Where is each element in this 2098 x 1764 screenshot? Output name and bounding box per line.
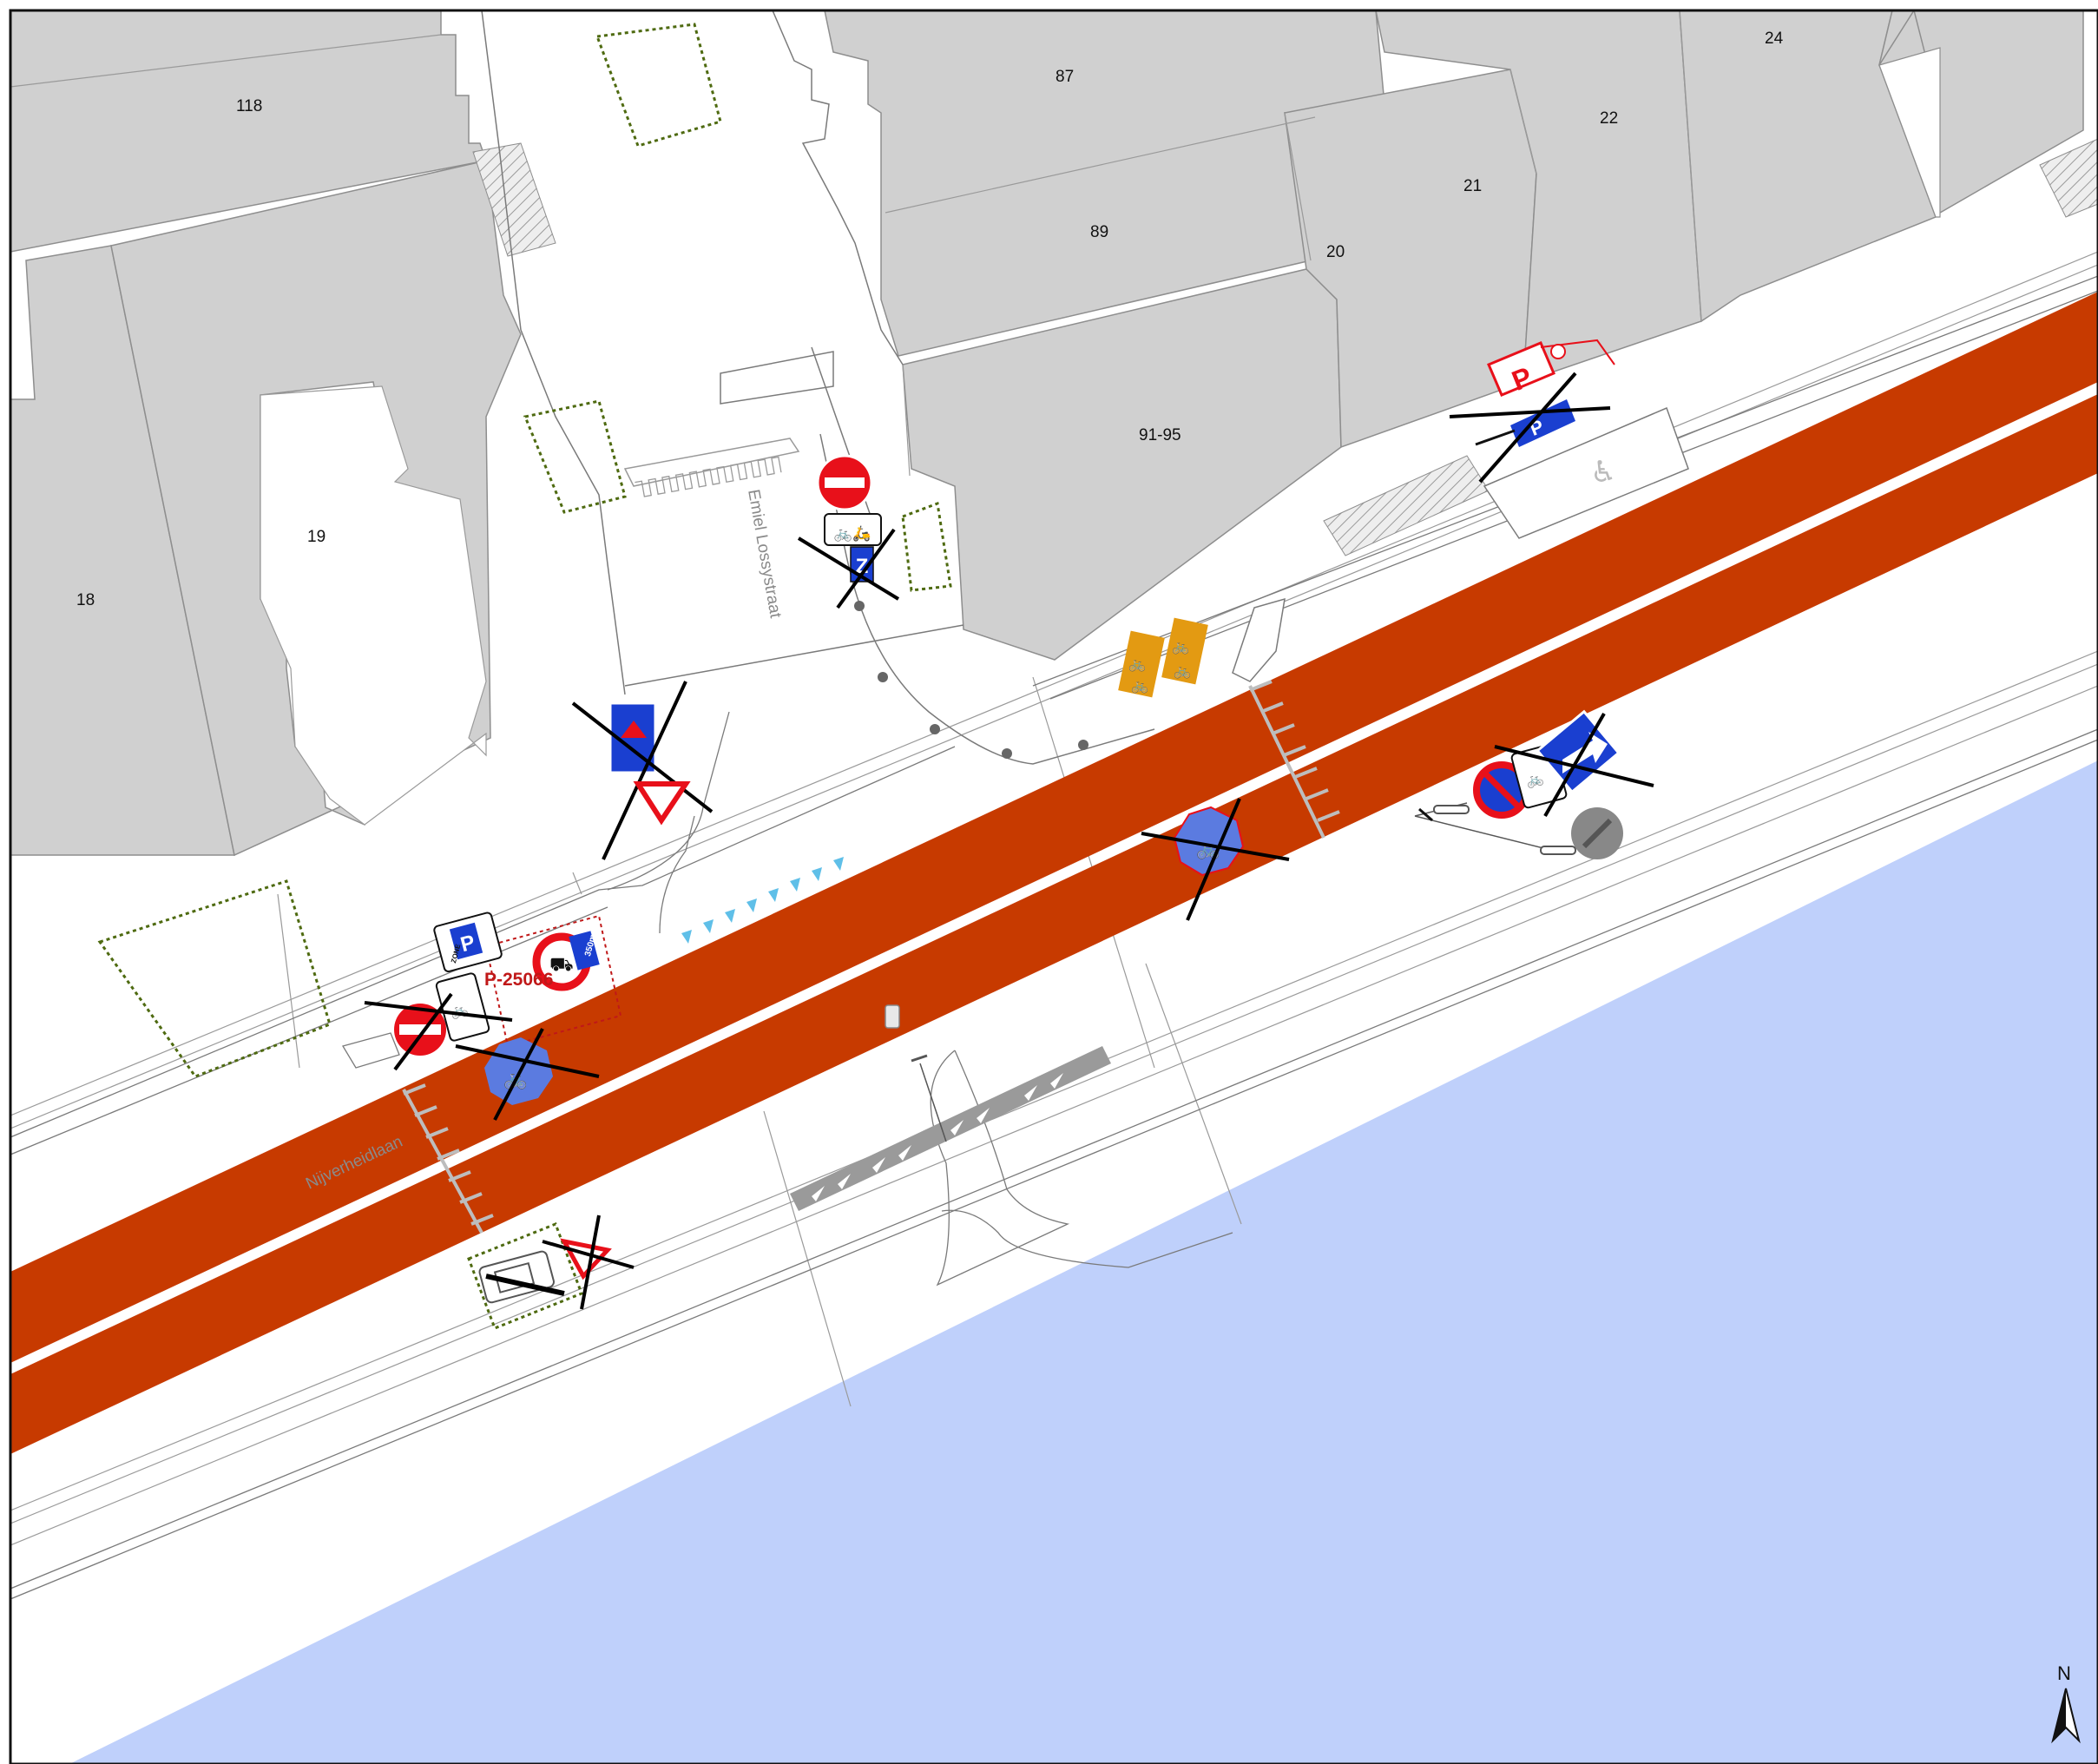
water-area — [69, 760, 2098, 1764]
wheelchair-icon: ♿ — [1590, 455, 1616, 490]
removed-parking-sign: Z — [797, 528, 900, 609]
label-24: 24 — [1765, 30, 1784, 48]
removed-pedestrian-zone-sign — [571, 681, 714, 860]
label-89: 89 — [1090, 223, 1108, 241]
speed-bump-triangles — [681, 857, 844, 944]
removed-parking-sign-red: P — [1487, 339, 1615, 397]
map-frame — [9, 9, 2098, 1764]
removed-disabled-parking-sign: P — [1449, 372, 1611, 484]
label-18: 18 — [76, 591, 95, 609]
street-label-emiel-lossystraat: Emiel Lossystraat — [744, 488, 785, 620]
north-label: N — [2057, 1662, 2071, 1684]
removed-warning-sign-south — [478, 1214, 635, 1310]
svg-text:🚲: 🚲 — [1131, 677, 1148, 694]
hatched-corner-ne — [2039, 138, 2098, 218]
label-21: 21 — [1463, 177, 1482, 195]
svg-text:🚲: 🚲 — [1174, 662, 1191, 679]
hatched-passage-west — [472, 142, 556, 257]
svg-text:🚲: 🚲 — [1524, 769, 1545, 790]
no-trucks-sign: ⛟ 350m — [532, 931, 600, 991]
svg-text:🚲🛵: 🚲🛵 — [834, 525, 871, 543]
green-zones — [97, 23, 952, 1330]
bike-markings: 🚲 🚲 🚲 🚲 — [1118, 617, 1208, 698]
disabled-parking-bay — [1483, 406, 1689, 539]
refuge-island — [1232, 597, 1286, 682]
svg-text:P: P — [458, 931, 477, 957]
svg-text:⛟: ⛟ — [549, 954, 574, 976]
label-22: 22 — [1600, 109, 1618, 128]
no-entry-sign — [816, 454, 873, 511]
sign-code-label: P-25066 — [484, 970, 553, 990]
north-arrow: N — [2051, 1662, 2081, 1744]
removed-cycle-crossing-sign-east: 🚲 — [1141, 798, 1290, 921]
yield-sign — [633, 781, 691, 826]
label-91-95: 91-95 — [1139, 426, 1181, 444]
courtyard-19 — [260, 385, 487, 826]
svg-text:🚲: 🚲 — [1128, 655, 1146, 672]
hatched-passage-east — [1323, 455, 1490, 556]
bike-exception-panel: 🚲🛵 — [824, 513, 882, 546]
ped-signal — [885, 1004, 900, 1029]
carriageway-south — [10, 394, 2098, 1454]
crossing-east — [1248, 680, 1340, 839]
chevron-barrier — [790, 1046, 1111, 1211]
removed-sign-grey — [1414, 802, 1623, 859]
bollards — [854, 601, 1088, 759]
label-118: 118 — [236, 97, 262, 115]
building-number-labels: 118 19 18 87 89 91-95 20 21 22 24 — [76, 30, 1784, 609]
label-87: 87 — [1056, 68, 1074, 86]
crossing-west — [402, 1083, 494, 1234]
sign-zone-boundary — [484, 914, 622, 1048]
curb-marking — [623, 438, 800, 487]
parking-zone-sign: P ZONE — [433, 912, 503, 973]
removed-no-entry-sign-west: 🚲 — [364, 972, 513, 1071]
removed-cycle-crossing-sign-west: 🚲 — [455, 1028, 600, 1121]
label-20: 20 — [1326, 243, 1345, 261]
removed-one-way-sign: 🚲 — [1494, 709, 1654, 817]
label-19: 19 — [307, 528, 326, 546]
svg-text:🚲: 🚲 — [1172, 638, 1189, 655]
